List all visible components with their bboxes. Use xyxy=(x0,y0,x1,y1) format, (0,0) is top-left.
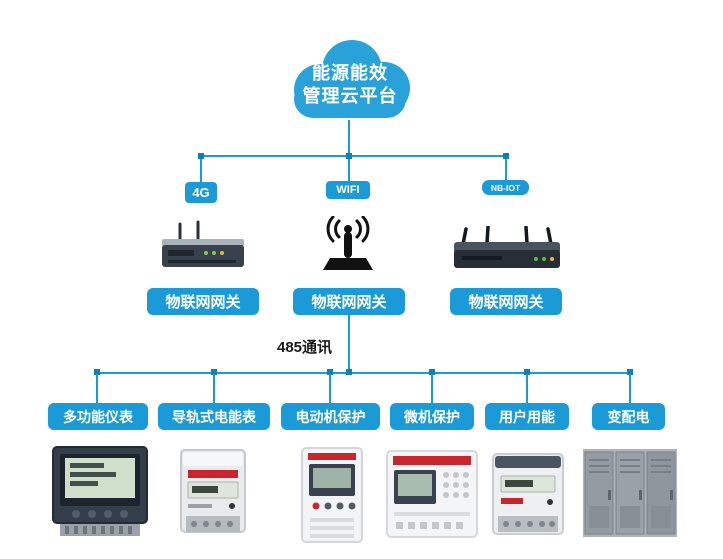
junction-node xyxy=(503,153,509,159)
router-nbiot-image xyxy=(452,225,562,281)
gateway-label: 物联网网关 xyxy=(450,288,562,315)
junction-node xyxy=(211,369,217,375)
badge-nbiot: NB-IOT xyxy=(482,180,529,195)
power-distribution-cabinet-image xyxy=(582,446,678,545)
connector-gateway-to-bus xyxy=(348,315,350,373)
connector-nbiot-drop xyxy=(505,157,507,181)
connector-endpoint-drop xyxy=(329,374,331,404)
bus-485-label: 485通讯 xyxy=(277,339,333,356)
router-4g-image xyxy=(158,220,248,281)
junction-node xyxy=(327,369,333,375)
endpoint-label: 变配电 xyxy=(592,403,665,430)
junction-node xyxy=(429,369,435,375)
user-energy-meter-image xyxy=(488,452,568,543)
gateway-label: 物联网网关 xyxy=(147,288,259,315)
connector-485-bus xyxy=(96,372,632,374)
connector-wifi-drop xyxy=(348,157,350,182)
cloud-title-line2: 管理云平台 xyxy=(302,86,398,106)
junction-node xyxy=(627,369,633,375)
connector-cloud-drop xyxy=(348,120,350,157)
connector-endpoint-drop xyxy=(629,374,631,404)
connector-top-bus xyxy=(200,155,507,157)
endpoint-label: 用户用能 xyxy=(485,403,569,430)
cloud-platform-title: 能源能效 管理云平台 xyxy=(282,62,418,108)
connector-endpoint-drop xyxy=(431,374,433,404)
din-rail-energy-meter-image xyxy=(174,448,252,543)
junction-node xyxy=(94,369,100,375)
microcomputer-protection-image xyxy=(386,450,478,543)
junction-node xyxy=(524,369,530,375)
motor-protection-device-image xyxy=(300,446,364,549)
endpoint-label: 多功能仪表 xyxy=(48,403,148,430)
junction-node xyxy=(346,369,352,375)
badge-wifi: WIFI xyxy=(326,181,370,199)
wifi-antenna-icon xyxy=(308,215,388,281)
badge-4g: 4G xyxy=(185,182,217,203)
multifunction-meter-image xyxy=(52,446,148,543)
junction-node xyxy=(198,153,204,159)
junction-node xyxy=(346,153,352,159)
connector-endpoint-drop xyxy=(213,374,215,404)
cloud-title-line1: 能源能效 xyxy=(312,63,388,83)
endpoint-label: 微机保护 xyxy=(390,403,474,430)
connector-4g-drop xyxy=(200,157,202,183)
cloud-icon xyxy=(282,32,418,128)
connector-endpoint-drop xyxy=(96,374,98,404)
endpoint-label: 导轨式电能表 xyxy=(158,403,270,430)
gateway-label: 物联网网关 xyxy=(293,288,405,315)
endpoint-label: 电动机保护 xyxy=(281,403,380,430)
connector-endpoint-drop xyxy=(526,374,528,404)
